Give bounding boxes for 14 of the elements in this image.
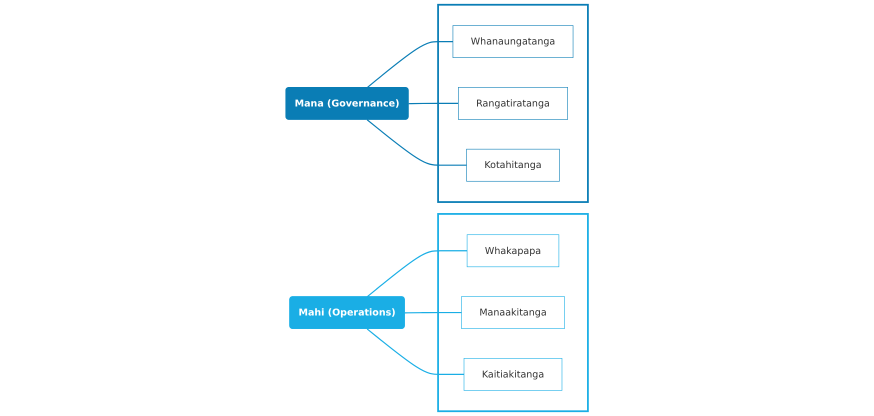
node-box: Whanaungatanga: [452, 25, 574, 58]
node-box: Whakapapa: [466, 234, 560, 268]
connector: [408, 102, 458, 104]
node-box: Manaakitanga: [461, 296, 565, 329]
connector: [366, 250, 468, 298]
connector: [366, 119, 467, 166]
connector: [366, 328, 464, 375]
node-box: Kaitiakitanga: [464, 358, 562, 391]
node-box: Rangatiratanga: [458, 87, 568, 120]
node-box: Kotahitanga: [466, 148, 560, 182]
connector: [366, 41, 454, 88]
cluster: [437, 4, 589, 203]
connector: [404, 312, 462, 314]
cluster: [437, 213, 589, 412]
